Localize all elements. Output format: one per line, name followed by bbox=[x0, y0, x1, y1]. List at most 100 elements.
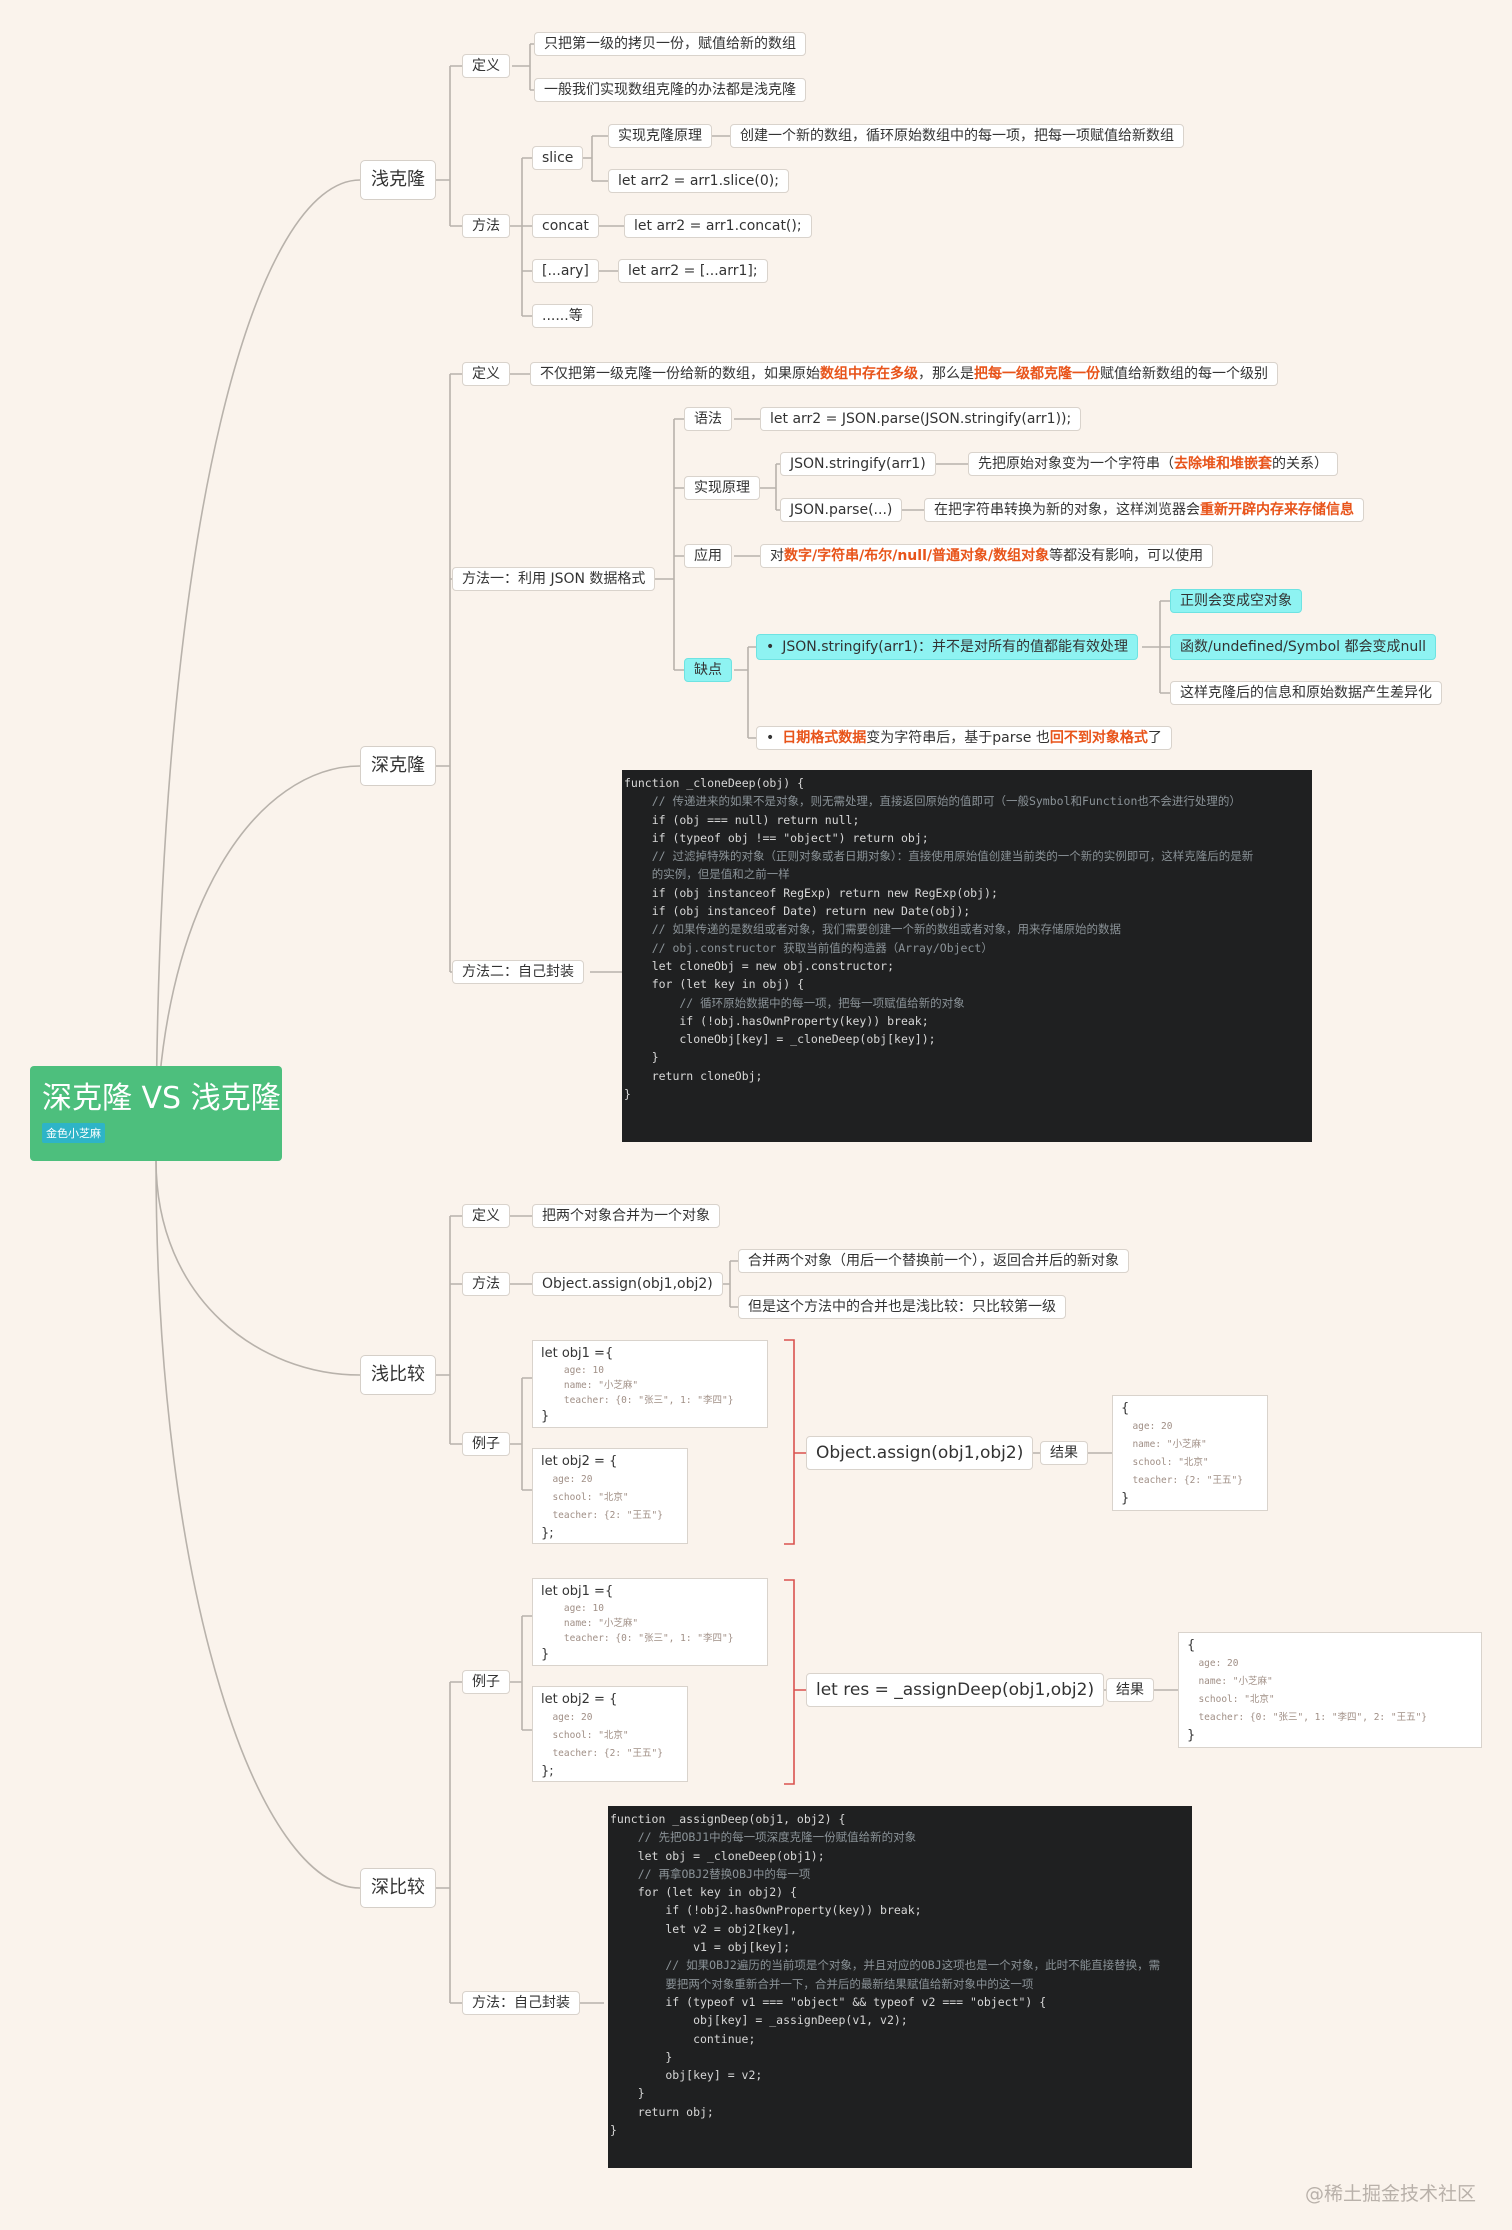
deep-example-obj1[interactable]: let obj1 ={ age: 10 name: "小芝麻" teacher:… bbox=[532, 1578, 768, 1666]
code-line: // 过滤掉特殊的对象（正则对象或者日期对象）：直接使用原始值创建当前类的一个新… bbox=[624, 849, 1254, 864]
stringify-highlight: 去除堆和堆嵌套 bbox=[1174, 456, 1272, 472]
code-line: cloneObj[key] = _cloneDeep(obj[key]); bbox=[624, 1032, 936, 1047]
json-cons-label[interactable]: 缺点 bbox=[684, 658, 732, 682]
json-principle-label[interactable]: 实现原理 bbox=[684, 476, 760, 500]
assign-deep-code-block[interactable]: function _assignDeep(obj1, obj2) { // 先把… bbox=[608, 1806, 1192, 2168]
shallow-clone-method-label[interactable]: 方法 bbox=[462, 214, 510, 238]
code-line: } bbox=[610, 2123, 617, 2138]
shallow-compare-example-label[interactable]: 例子 bbox=[462, 1432, 510, 1456]
use-text-1: 对 bbox=[770, 548, 784, 564]
shallow-compare-method-code[interactable]: Object.assign(obj1,obj2) bbox=[532, 1272, 723, 1296]
code-line: if (obj instanceof Date) return new Date… bbox=[624, 904, 971, 919]
code-line: 要把两个对象重新合并一下，合并后的最新结果赋值给新对象中的这一项 bbox=[610, 1976, 1034, 1991]
shallow-clone-def-1[interactable]: 只把第一级的拷贝一份，赋值给新的数组 bbox=[534, 32, 806, 56]
shallow-example-obj2[interactable]: let obj2 = { age: 20 school: "北京" teache… bbox=[532, 1448, 688, 1544]
shallow-clone-def-label[interactable]: 定义 bbox=[462, 54, 510, 78]
shallow-compare-note-1[interactable]: 合并两个对象（用后一个替换前一个），返回合并后的新对象 bbox=[738, 1249, 1129, 1273]
shallow-clone-def-2[interactable]: 一般我们实现数组克隆的办法都是浅克隆 bbox=[534, 78, 806, 102]
stringify-text-2: 的关系） bbox=[1272, 456, 1328, 472]
deep-clone-def-text[interactable]: 不仅把第一级克隆一份给新的数组，如果原始数组中存在多级，那么是把每一级都克隆一份… bbox=[530, 362, 1278, 386]
deep-clone-def-label[interactable]: 定义 bbox=[462, 362, 510, 386]
obj1-head: let obj1 ={ bbox=[541, 1346, 614, 1361]
stringify-text[interactable]: 先把原始对象变为一个字符串（去除堆和堆嵌套的关系） bbox=[968, 452, 1338, 476]
deep-compare-result[interactable]: { age: 20 name: "小芝麻" school: "北京" teach… bbox=[1178, 1632, 1482, 1748]
deep-compare-call[interactable]: let res = _assignDeep(obj1,obj2) bbox=[806, 1673, 1105, 1707]
method1-json[interactable]: 方法一：利用 JSON 数据格式 bbox=[452, 567, 656, 591]
shallow-compare-note-2[interactable]: 但是这个方法中的合并也是浅比较：只比较第一级 bbox=[738, 1295, 1066, 1319]
shallow-compare-result[interactable]: { age: 20 name: "小芝麻" school: "北京" teach… bbox=[1112, 1395, 1268, 1511]
json-use-label[interactable]: 应用 bbox=[684, 544, 732, 568]
con-function[interactable]: 函数/undefined/Symbol 都会变成null bbox=[1170, 634, 1436, 660]
json-use-text[interactable]: 对 数字/字符串/布尔/null/普通对象/数组对象 等都没有影响，可以使用 bbox=[760, 544, 1214, 568]
shallow-compare-method-label[interactable]: 方法 bbox=[462, 1272, 510, 1296]
result-head: { bbox=[1121, 1401, 1130, 1416]
code-line: } bbox=[624, 1050, 659, 1065]
parse-label[interactable]: JSON.parse(...) bbox=[780, 498, 903, 522]
code-line: let cloneObj = new obj.constructor; bbox=[624, 958, 895, 973]
use-text-2: 等都没有影响，可以使用 bbox=[1049, 548, 1204, 564]
shallow-example-obj1[interactable]: let obj1 ={ age: 10 name: "小芝麻" teacher:… bbox=[532, 1340, 768, 1428]
deep-example-obj2[interactable]: let obj2 = { age: 20 school: "北京" teache… bbox=[532, 1686, 688, 1782]
slice-principle-text[interactable]: 创建一个新的数组，循环原始数组中的每一项，把每一项赋值给新数组 bbox=[730, 124, 1184, 148]
code-line: v1 = obj[key]; bbox=[610, 1940, 791, 1955]
slice-code[interactable]: let arr2 = arr1.slice(0); bbox=[608, 169, 789, 193]
def-text-1: 不仅把第一级克隆一份给新的数组，如果原始 bbox=[540, 366, 820, 382]
deep-compare-example-label[interactable]: 例子 bbox=[462, 1670, 510, 1694]
topic-deep-compare[interactable]: 深比较 bbox=[360, 1868, 436, 1908]
result-body: age: 20 name: "小芝麻" school: "北京" teacher… bbox=[1132, 1421, 1243, 1486]
def-highlight-2: 把每一级都克隆一份 bbox=[974, 366, 1100, 382]
spread-code[interactable]: let arr2 = [...arr1]; bbox=[618, 259, 768, 283]
con-stringify[interactable]: • JSON.stringify(arr1)：并不是对所有的值都能有效处理 bbox=[756, 634, 1138, 660]
json-syntax-code[interactable]: let arr2 = JSON.parse(JSON.stringify(arr… bbox=[760, 407, 1082, 431]
shallow-compare-result-label[interactable]: 结果 bbox=[1040, 1441, 1088, 1465]
method2-custom[interactable]: 方法二：自己封装 bbox=[452, 960, 584, 984]
deep-compare-method-label[interactable]: 方法：自己封装 bbox=[462, 1991, 580, 2015]
def-text-3: 赋值给新数组的每一个级别 bbox=[1100, 366, 1268, 382]
code-line: // 传递进来的如果不是对象，则无需处理，直接返回原始的值即可（一般Symbol… bbox=[624, 794, 1241, 809]
deep-compare-result-label[interactable]: 结果 bbox=[1106, 1678, 1154, 1702]
result-tail: } bbox=[1121, 1491, 1130, 1506]
clone-deep-code-block[interactable]: function _cloneDeep(obj) { // 传递进来的如果不是对… bbox=[622, 770, 1312, 1142]
method-etc[interactable]: ......等 bbox=[532, 304, 593, 328]
code-line: if (obj === null) return null; bbox=[624, 812, 860, 827]
obj1-tail: } bbox=[541, 1409, 550, 1424]
con-regexp[interactable]: 正则会变成空对象 bbox=[1170, 589, 1302, 613]
con-date-text-2: 了 bbox=[1147, 730, 1162, 746]
obj2-tail: }; bbox=[541, 1764, 554, 1779]
code-line: function _assignDeep(obj1, obj2) { bbox=[610, 1812, 846, 1826]
topic-shallow-compare[interactable]: 浅比较 bbox=[360, 1355, 436, 1395]
code-line: } bbox=[610, 2086, 645, 2101]
con-stringify-text: JSON.stringify(arr1)：并不是对所有的值都能有效处理 bbox=[782, 639, 1128, 655]
con-date[interactable]: •日期格式数据变为字符串后，基于parse 也回不到对象格式了 bbox=[756, 726, 1172, 750]
shallow-compare-def-text[interactable]: 把两个对象合并为一个对象 bbox=[532, 1204, 720, 1228]
method-spread[interactable]: [...ary] bbox=[532, 259, 599, 283]
con-date-highlight-2: 回不到对象格式 bbox=[1049, 730, 1148, 746]
code-line: return cloneObj; bbox=[624, 1068, 763, 1083]
code-line: let v2 = obj2[key], bbox=[610, 1921, 797, 1936]
code-line: obj[key] = v2; bbox=[610, 2068, 763, 2083]
code-line: obj[key] = _assignDeep(v1, v2); bbox=[610, 2013, 908, 2028]
slice-principle-label[interactable]: 实现克隆原理 bbox=[608, 124, 712, 148]
stringify-label[interactable]: JSON.stringify(arr1) bbox=[780, 452, 936, 476]
code-line: if (typeof v1 === "object" && typeof v2 … bbox=[610, 1994, 1047, 2009]
topic-deep-clone[interactable]: 深克隆 bbox=[360, 746, 436, 786]
root-tag: 金色小芝麻 bbox=[42, 1123, 105, 1143]
root-topic[interactable]: 深克隆 VS 浅克隆 金色小芝麻 bbox=[30, 1066, 282, 1161]
obj2-body: age: 20 school: "北京" teacher: {2: "王五"} bbox=[552, 1712, 663, 1759]
parse-highlight: 重新开辟内存来存储信息 bbox=[1200, 502, 1354, 518]
shallow-compare-def-label[interactable]: 定义 bbox=[462, 1204, 510, 1228]
obj2-head: let obj2 = { bbox=[541, 1692, 618, 1707]
shallow-compare-call[interactable]: Object.assign(obj1,obj2) bbox=[806, 1436, 1034, 1470]
bullet-icon: • bbox=[766, 639, 775, 655]
bullet-icon: • bbox=[766, 730, 775, 746]
parse-text[interactable]: 在把字符串转换为新的对象，这样浏览器会重新开辟内存来存储信息 bbox=[924, 498, 1364, 522]
method-slice[interactable]: slice bbox=[532, 146, 584, 170]
json-syntax-label[interactable]: 语法 bbox=[684, 407, 732, 431]
obj1-body: age: 10 name: "小芝麻" teacher: {0: "张三", 1… bbox=[563, 1603, 734, 1644]
con-difference[interactable]: 这样克隆后的信息和原始数据产生差异化 bbox=[1170, 681, 1442, 705]
method-concat[interactable]: concat bbox=[532, 214, 599, 238]
code-line: // 如果传递的是数组或者对象，我们需要创建一个新的数组或者对象，用来存储原始的… bbox=[624, 922, 1121, 937]
concat-code[interactable]: let arr2 = arr1.concat(); bbox=[624, 214, 812, 238]
code-line: // 如果OBJ2遍历的当前项是个对象，并且对应的OBJ这项也是一个对象，此时不… bbox=[610, 1958, 1161, 1973]
topic-shallow-clone[interactable]: 浅克隆 bbox=[360, 160, 436, 200]
